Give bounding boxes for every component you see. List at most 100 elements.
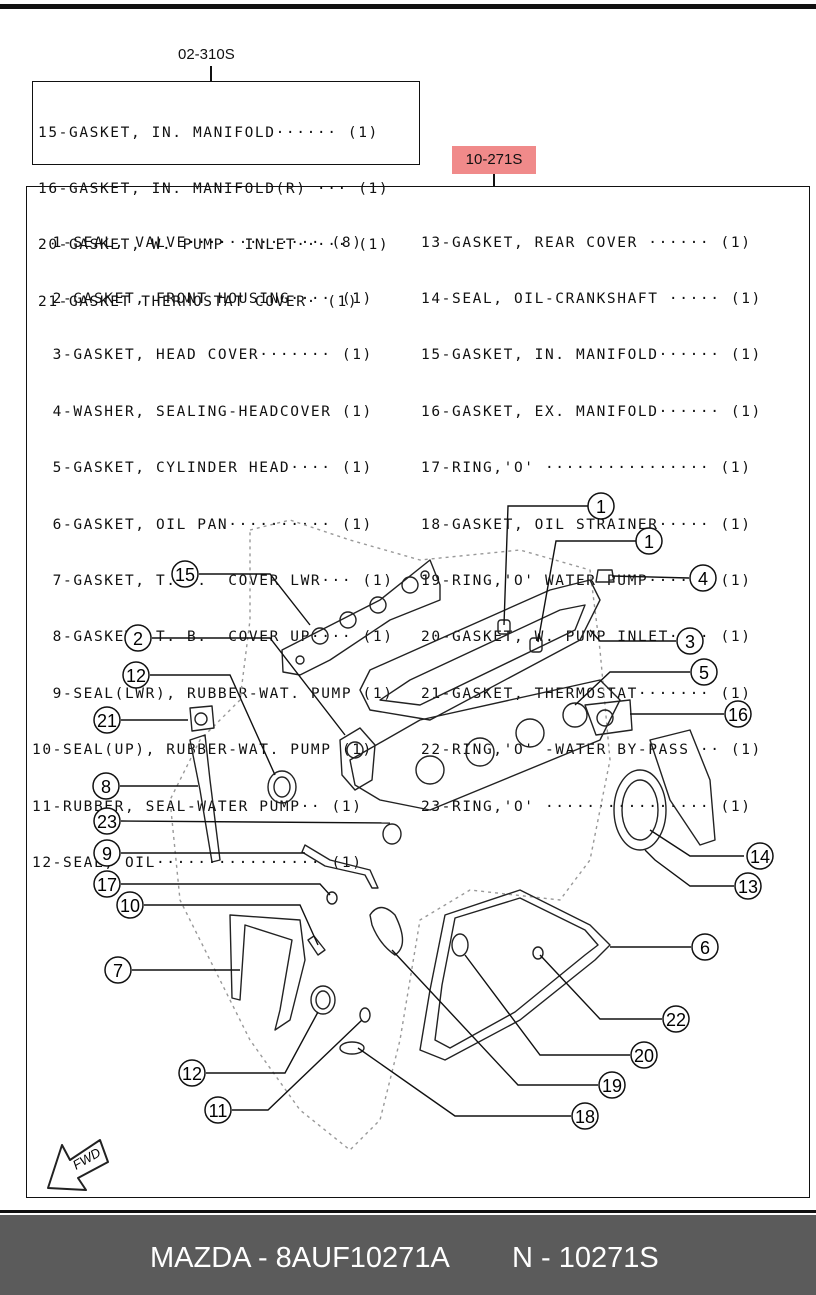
list-item: 1-SEAL, VALVE············· (8) xyxy=(32,234,363,251)
callout: 13 xyxy=(734,872,762,900)
callout-number: 7 xyxy=(113,961,123,981)
tb-cover-gasket-up-8 xyxy=(189,734,221,863)
head-cover-gasket-3 xyxy=(359,579,601,721)
callout: 20 xyxy=(630,1041,658,1069)
footer-catalog-number: N - 10271S xyxy=(512,1242,659,1274)
list-item: 15-GASKET, IN. MANIFOLD······ (1) xyxy=(38,124,379,141)
callouts: 1 1 4 15 3 2 5 12 16 21 8 23 14 9 13 17 … xyxy=(92,492,774,1130)
thermostat-gasket-21 xyxy=(189,705,215,732)
callout: 8 xyxy=(92,772,120,800)
water-pump-seal-up-10 xyxy=(307,935,326,956)
callout: 3 xyxy=(676,627,704,655)
footer-bar xyxy=(0,1215,816,1295)
callout-number: 6 xyxy=(700,938,710,958)
engine-block-outline xyxy=(169,519,611,1151)
callout: 1 xyxy=(587,492,615,520)
water-pump-seal-lwr-9 xyxy=(301,844,379,889)
callout: 19 xyxy=(598,1071,626,1099)
callout-number: 14 xyxy=(750,847,770,867)
oil-strainer-gasket-18 xyxy=(339,1041,365,1055)
callout-number: 1 xyxy=(644,532,654,552)
intake-manifold-gasket-15 xyxy=(281,559,441,676)
footer-divider xyxy=(0,1210,816,1213)
fwd-arrow-icon xyxy=(47,1139,109,1191)
callout: 23 xyxy=(93,807,121,835)
callout-number: 1 xyxy=(596,497,606,517)
cylinder-head-gasket-5 xyxy=(349,679,621,811)
list-item: 20-GASKET, W. PUMP INLET····· (1) xyxy=(38,237,390,254)
callout: 15 xyxy=(171,560,199,588)
leader-lines xyxy=(120,505,744,1117)
list-item: 12-SEAL, OIL················ (1) xyxy=(32,854,363,871)
callout: 12 xyxy=(178,1059,206,1087)
top-border xyxy=(0,4,816,9)
exploded-engine-diagram: FWD 1 1 4 15 3 2 5 12 xyxy=(47,492,774,1191)
crankshaft-oil-seal-14 xyxy=(613,769,667,851)
list-item: 22-RING,'O' -WATER BY-PASS ·· (1) xyxy=(421,742,762,759)
callout-number: 10 xyxy=(120,896,140,916)
water-pump-inlet-gasket-20 xyxy=(451,933,469,957)
callout-number: 13 xyxy=(738,877,758,897)
list-item: 21-GASKET THERMOSTAT COVER· (1) xyxy=(38,293,359,310)
callout-number: 16 xyxy=(728,705,748,725)
washer-headcover xyxy=(595,569,615,583)
reference-code-top: 02-310S xyxy=(178,46,235,63)
callout-number: 22 xyxy=(666,1010,686,1030)
list-item: 3-GASKET, HEAD COVER······· (1) xyxy=(32,347,373,364)
exhaust-manifold-gasket-16 xyxy=(584,699,633,736)
oil-pan-gasket-6 xyxy=(419,889,611,1061)
rear-cover-gasket-13 xyxy=(649,729,716,846)
callout: 6 xyxy=(691,933,719,961)
list-item: 17-RING,'O' ················ (1) xyxy=(421,460,752,477)
fwd-label: FWD xyxy=(70,1145,103,1173)
callout: 1 xyxy=(635,527,663,555)
o-ring-17 xyxy=(326,891,338,905)
reference-tick xyxy=(210,66,212,81)
callout: 22 xyxy=(662,1005,690,1033)
callout: 4 xyxy=(689,564,717,592)
callout-number: 12 xyxy=(126,666,146,686)
callout-number: 2 xyxy=(133,629,143,649)
list-item: 2-GASKET, FRONT HOUSING···· (1) xyxy=(32,290,373,307)
callout: 11 xyxy=(204,1096,232,1124)
o-ring-23 xyxy=(382,823,402,845)
small-parts-box xyxy=(32,81,420,165)
callout-number: 21 xyxy=(97,711,117,731)
oil-seal-12 xyxy=(310,985,336,1015)
list-item: 16-GASKET, IN. MANIFOLD(R) ··· (1) xyxy=(38,180,390,197)
list-item: 4-WASHER, SEALING-HEADCOVER (1) xyxy=(32,403,373,420)
callout-number: 4 xyxy=(698,569,708,589)
callout: 7 xyxy=(104,956,132,984)
oil-seal-12 xyxy=(267,770,297,804)
water-pump-o-ring-19 xyxy=(369,906,404,956)
reference-code-main[interactable]: 10-271S xyxy=(452,146,536,174)
list-item: 10-SEAL(UP), RUBBER-WAT. PUMP (1) xyxy=(32,742,373,759)
callout: 9 xyxy=(93,839,121,867)
callout: 16 xyxy=(724,700,752,728)
callout-number: 11 xyxy=(209,1101,228,1121)
callout-number: 23 xyxy=(97,812,117,832)
callout-number: 19 xyxy=(602,1076,622,1096)
callout: 2 xyxy=(124,624,152,652)
list-item: 7-GASKET, T. B. COVER LWR··· (1) xyxy=(32,572,394,589)
list-item: 6-GASKET, OIL PAN·········· (1) xyxy=(32,516,373,533)
callout-number: 12 xyxy=(182,1064,202,1084)
list-item: 13-GASKET, REAR COVER ······ (1) xyxy=(421,234,752,251)
callout-number: 15 xyxy=(175,565,195,585)
callout-number: 8 xyxy=(101,777,111,797)
list-item: 16-GASKET, EX. MANIFOLD······ (1) xyxy=(421,403,762,420)
list-item: 21-GASKET, THERMOSTAT······· (1) xyxy=(421,685,752,702)
valve-seal xyxy=(529,637,543,653)
list-item: 15-GASKET, IN. MANIFOLD······ (1) xyxy=(421,347,762,364)
list-item: 18-GASKET, OIL STRAINER····· (1) xyxy=(421,516,752,533)
callout: 14 xyxy=(746,842,774,870)
callout: 21 xyxy=(93,706,121,734)
front-housing-gasket-2 xyxy=(339,727,376,791)
small-parts-list: 15-GASKET, IN. MANIFOLD······ (1) 16-GAS… xyxy=(38,86,389,330)
footer-part-number: MAZDA - 8AUF10271A xyxy=(150,1242,450,1274)
callout-number: 5 xyxy=(699,663,709,683)
callout: 5 xyxy=(690,658,718,686)
callout: 10 xyxy=(116,891,144,919)
callout-number: 3 xyxy=(685,632,695,652)
callout-number: 18 xyxy=(575,1107,595,1127)
